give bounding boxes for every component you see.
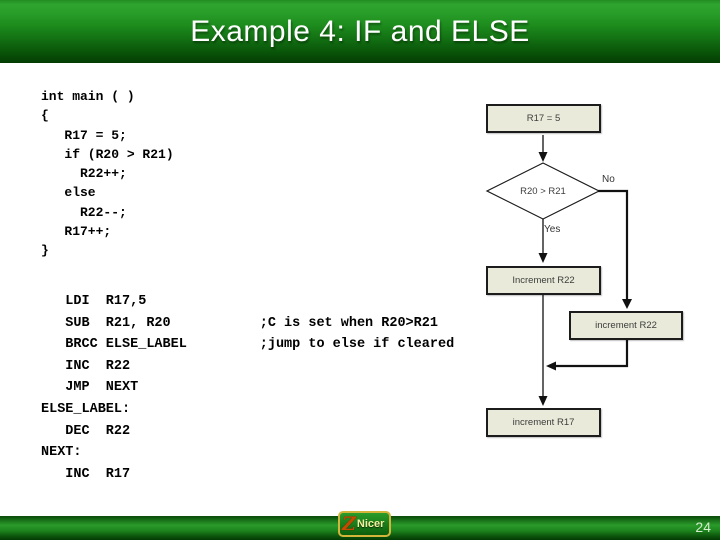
flowchart-increment-r22-box: Increment R22 [486,266,601,295]
arrowhead-start-to-decision [538,152,548,162]
no-branch-line [598,189,629,300]
page-number: 24 [695,519,711,535]
else-join-line [554,340,629,368]
c-code-block: int main ( ) { R17 = 5; if (R20 > R21) R… [41,89,174,259]
slide-title: Example 4: IF and ELSE [190,14,530,48]
slide-header: Example 4: IF and ELSE [0,0,720,63]
nicer-logo: Z Nicer [338,511,391,537]
flowchart-end-box: increment R17 [486,408,601,437]
flowchart-decision-label: R20 > R21 [520,185,566,197]
arrowhead-yes-branch [538,253,548,263]
flowchart-no-label: No [602,174,615,185]
flowchart-else-box: increment R22 [569,311,683,340]
arrowhead-no-branch [622,299,632,309]
logo-text: Nicer [356,518,385,530]
flowchart-start-box: R17 = 5 [486,104,601,133]
arrowhead-else-join [546,361,556,371]
logo-z-glyph: Z [342,512,356,535]
arrowhead-to-end-box [538,396,548,406]
flowchart-yes-label: Yes [544,224,561,235]
assembly-code-block: LDI R17,5 SUB R21, R20 ;C is set when R2… [41,294,455,482]
